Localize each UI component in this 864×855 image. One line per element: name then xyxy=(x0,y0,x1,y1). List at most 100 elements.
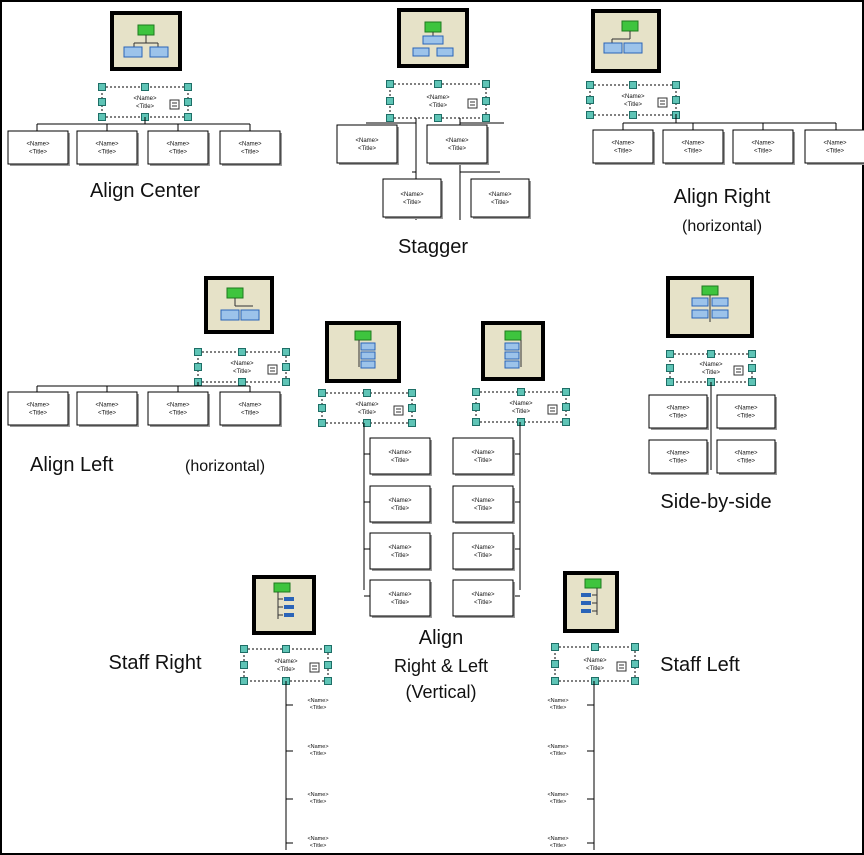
node-title-text: <Title> xyxy=(241,150,260,156)
node-name-text: <Name> xyxy=(823,141,847,147)
selected-manager-node: <Name><Title> xyxy=(243,648,329,682)
node-rect xyxy=(76,391,138,426)
node-title-text: <Title> xyxy=(310,799,327,805)
node-title-text: <Title> xyxy=(310,705,327,711)
node-rect xyxy=(382,178,442,218)
node-title-text: <Title> xyxy=(586,666,605,672)
label-side-by-side: Side-by-side xyxy=(660,491,771,513)
node-title-text: <Title> xyxy=(169,150,188,156)
selection-handle xyxy=(472,388,480,396)
org-node-box: <Name><Title> xyxy=(732,129,795,165)
label-align-vertical-1: Align xyxy=(419,627,463,649)
label-align-center: Align Center xyxy=(90,180,200,202)
selected-manager-node: <Name><Title> xyxy=(321,392,413,424)
icon-sub-box xyxy=(360,342,376,351)
label-align-right-sub: (horizontal) xyxy=(682,218,762,235)
node-name-text: <Name> xyxy=(666,451,690,457)
node-title-text: <Title> xyxy=(684,149,703,155)
org-node-box: <Name><Title> xyxy=(716,394,777,430)
org-node-box: <Name><Title> xyxy=(426,124,489,165)
node-name-text: <Name> xyxy=(307,792,328,798)
org-node-box: <Name><Title> xyxy=(452,532,515,571)
node-rect xyxy=(452,532,514,570)
staff-node-label: <Name><Title> xyxy=(547,744,568,757)
icon-sub-box xyxy=(504,342,520,351)
node-rect xyxy=(369,485,431,523)
selection-handle xyxy=(586,111,594,119)
selection-handle xyxy=(482,80,490,88)
node-rect xyxy=(369,579,431,617)
note-icon xyxy=(169,99,180,110)
note-icon xyxy=(733,365,744,376)
node-name-text: <Name> xyxy=(388,450,412,456)
icon-sub-box xyxy=(123,46,143,58)
icon-sub-box xyxy=(711,309,729,319)
selection-handle xyxy=(482,114,490,122)
node-rect xyxy=(452,485,514,523)
node-title-text: <Title> xyxy=(614,149,633,155)
node-title-text: <Title> xyxy=(429,103,448,109)
icon-frame xyxy=(204,276,274,334)
staff-node-label: <Name><Title> xyxy=(547,836,568,849)
node-title-text: <Title> xyxy=(474,600,493,606)
node-title-text: <Title> xyxy=(391,600,410,606)
org-node-box: <Name><Title> xyxy=(147,391,210,427)
node-title-text: <Title> xyxy=(669,414,688,420)
selection-handle xyxy=(666,364,674,372)
org-node-box: <Name><Title> xyxy=(662,129,725,165)
selection-handle xyxy=(386,114,394,122)
node-title-text: <Title> xyxy=(754,149,773,155)
label-align-left-sub: (horizontal) xyxy=(185,458,265,475)
node-name-text: <Name> xyxy=(471,592,495,598)
node-name-text: <Name> xyxy=(471,498,495,504)
label-align-left: Align Left xyxy=(30,454,114,476)
note-icon xyxy=(547,404,558,415)
selection-handle xyxy=(141,83,149,91)
selection-handle xyxy=(562,388,570,396)
selection-handle xyxy=(672,81,680,89)
selected-manager-node: <Name><Title> xyxy=(589,84,677,116)
selection-handle xyxy=(551,677,559,685)
staff-node-label: <Name><Title> xyxy=(307,698,328,711)
selection-handle xyxy=(666,350,674,358)
selection-handle xyxy=(629,81,637,89)
selection-handle xyxy=(748,364,756,372)
icon-staff-bar xyxy=(581,601,591,605)
staff-node-label: <Name><Title> xyxy=(307,792,328,805)
node-name-text: <Name> xyxy=(166,142,190,148)
selection-handle xyxy=(586,81,594,89)
node-name-text: <Name> xyxy=(471,450,495,456)
selection-handle xyxy=(240,661,248,669)
selection-handle xyxy=(517,418,525,426)
selection-handle xyxy=(586,96,594,104)
selection-handle xyxy=(363,389,371,397)
icon-frame xyxy=(591,9,661,73)
selection-handle xyxy=(591,643,599,651)
org-node-box: <Name><Title> xyxy=(470,178,531,219)
node-name-text: <Name> xyxy=(355,402,379,408)
node-rect xyxy=(648,439,708,474)
selection-handle xyxy=(194,363,202,371)
node-title-text: <Title> xyxy=(403,200,422,206)
node-rect xyxy=(452,579,514,617)
org-node-box: <Name><Title> xyxy=(76,391,139,427)
label-staff-right: Staff Right xyxy=(108,652,201,674)
selected-manager-node: <Name><Title> xyxy=(389,83,487,119)
selection-handle xyxy=(748,350,756,358)
icon-manager-box xyxy=(701,285,719,296)
org-node-box: <Name><Title> xyxy=(804,129,864,165)
node-name-text: <Name> xyxy=(95,403,119,409)
selection-handle xyxy=(591,677,599,685)
node-title-text: <Title> xyxy=(391,458,410,464)
node-title-text: <Title> xyxy=(448,146,467,152)
node-name-text: <Name> xyxy=(611,141,635,147)
selection-handle xyxy=(240,677,248,685)
icon-sub-box xyxy=(412,47,430,57)
note-icon xyxy=(616,661,627,672)
selection-handle xyxy=(551,660,559,668)
org-node-box: <Name> <Title> xyxy=(592,129,655,165)
selected-manager-node: <Name><Title> xyxy=(475,391,567,423)
node-name-text: <Name> xyxy=(95,142,119,148)
label-align-vertical-2: Right & Left xyxy=(394,656,488,676)
staff-node-label: <Name><Title> xyxy=(307,836,328,849)
